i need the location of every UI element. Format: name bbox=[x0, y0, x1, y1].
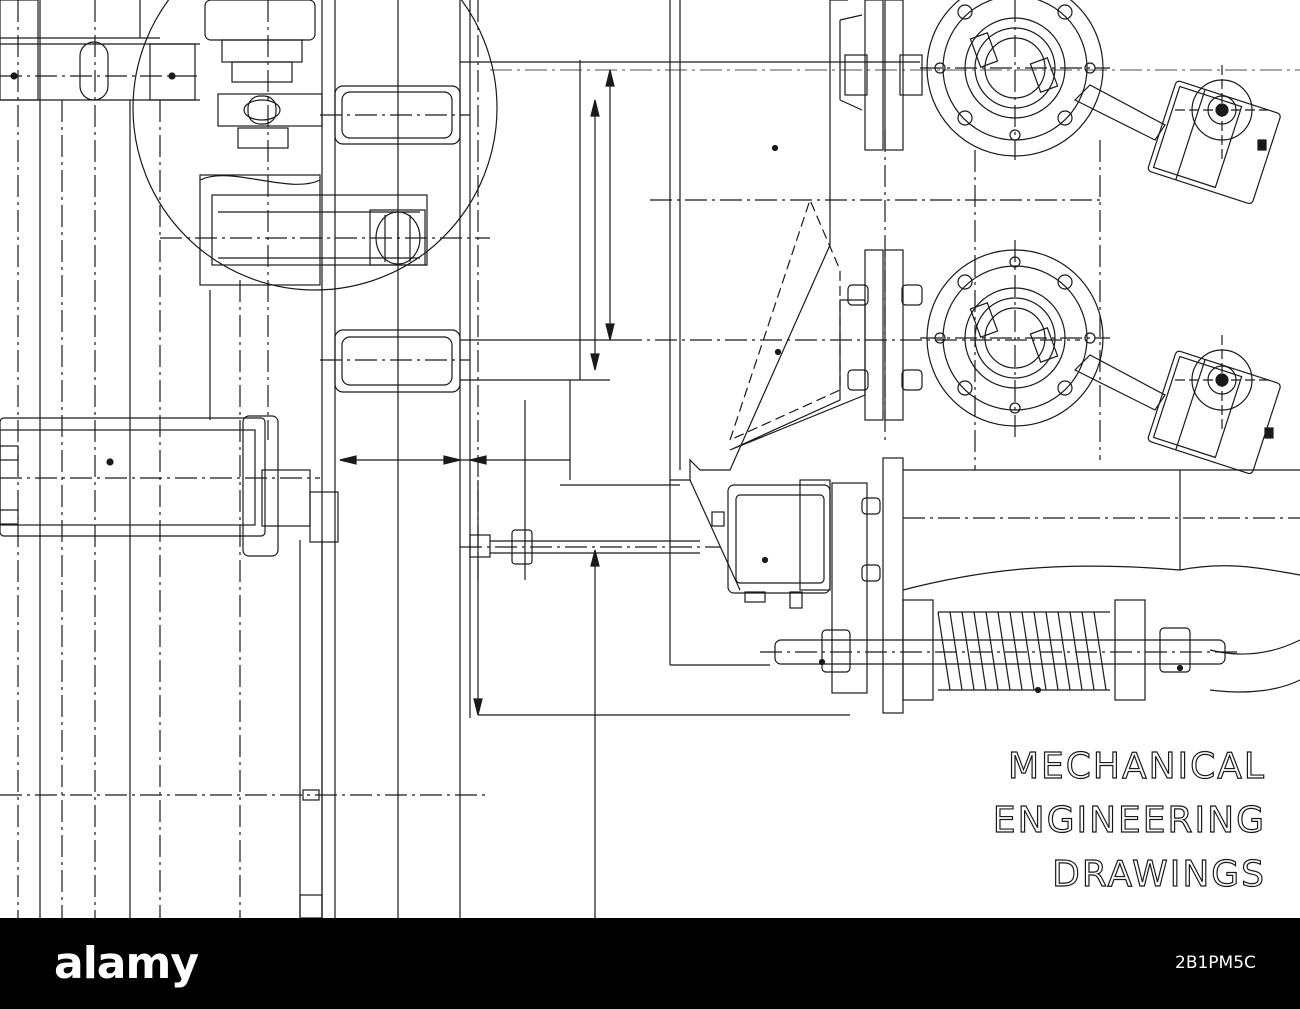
pipe-flanges bbox=[844, 0, 923, 440]
headline-line-2: ENGINEERING bbox=[993, 800, 1266, 841]
drawing-canvas: MECHANICAL ENGINEERING DRAWINGS bbox=[0, 0, 1300, 918]
valve-top bbox=[920, 0, 1281, 205]
tie-rod bbox=[460, 529, 720, 565]
detail-circle bbox=[132, 0, 498, 440]
shaft-assembly bbox=[861, 457, 1300, 714]
compression-spring bbox=[760, 599, 1240, 701]
headline-line-1: MECHANICAL bbox=[1008, 746, 1266, 787]
central-hopper bbox=[620, 0, 1100, 694]
engineering-drawing: MECHANICAL ENGINEERING DRAWINGS bbox=[0, 0, 1300, 918]
valve-bottom bbox=[920, 240, 1281, 475]
left-frame bbox=[0, 0, 200, 918]
dimension-lines bbox=[339, 60, 920, 918]
headline-text: MECHANICAL ENGINEERING DRAWINGS bbox=[992, 745, 1266, 895]
left-cylinder bbox=[0, 415, 339, 918]
image-id: 2B1PM5C bbox=[1175, 953, 1256, 973]
headline-line-3: DRAWINGS bbox=[1052, 854, 1266, 895]
stock-footer-bar: alamy 2B1PM5C bbox=[0, 918, 1300, 1009]
alamy-logo[interactable]: alamy bbox=[54, 938, 199, 989]
